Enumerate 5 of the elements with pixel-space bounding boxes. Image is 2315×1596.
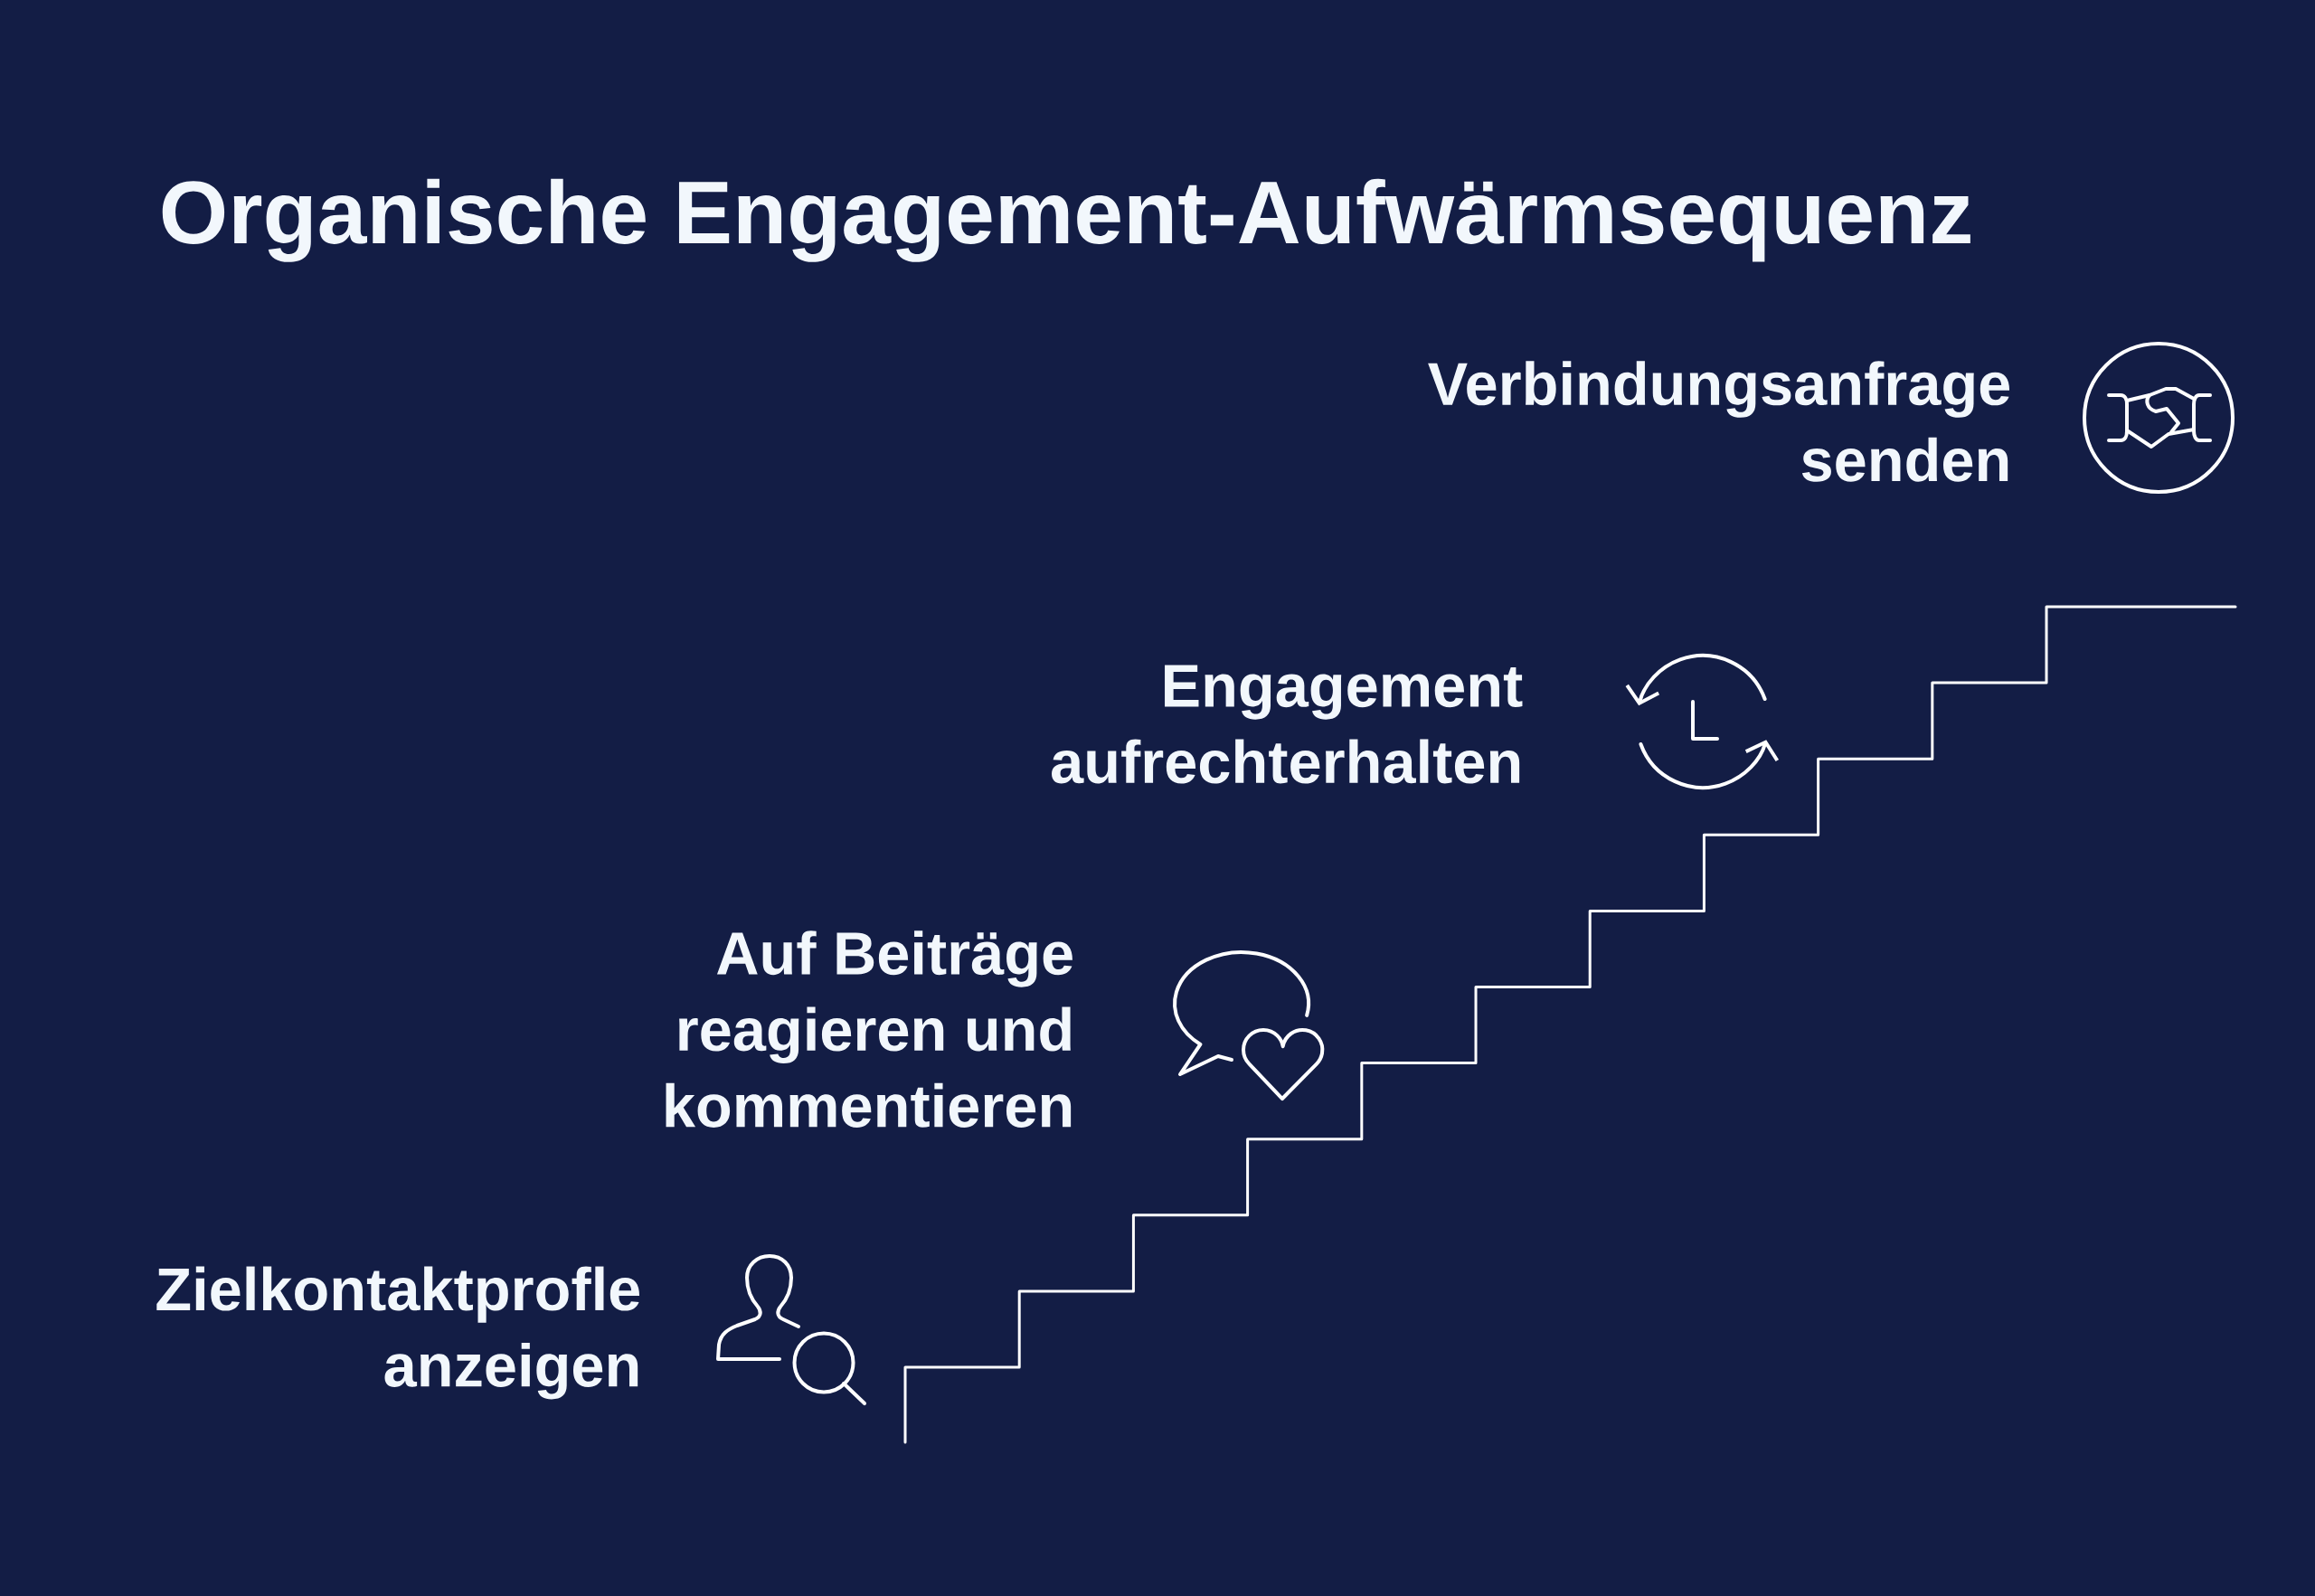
step-label: Auf Beiträge reagieren und kommentieren xyxy=(666,930,1072,1128)
step-label: Zielkontaktprofle anzeigen xyxy=(156,1266,640,1400)
step-label: Verbindungsanfrage senden xyxy=(1428,361,2010,482)
title: Organische Engagement-Aufwärmsequenz xyxy=(162,178,1970,262)
step-label: Engagement aufrechterhalten xyxy=(1052,665,1523,784)
